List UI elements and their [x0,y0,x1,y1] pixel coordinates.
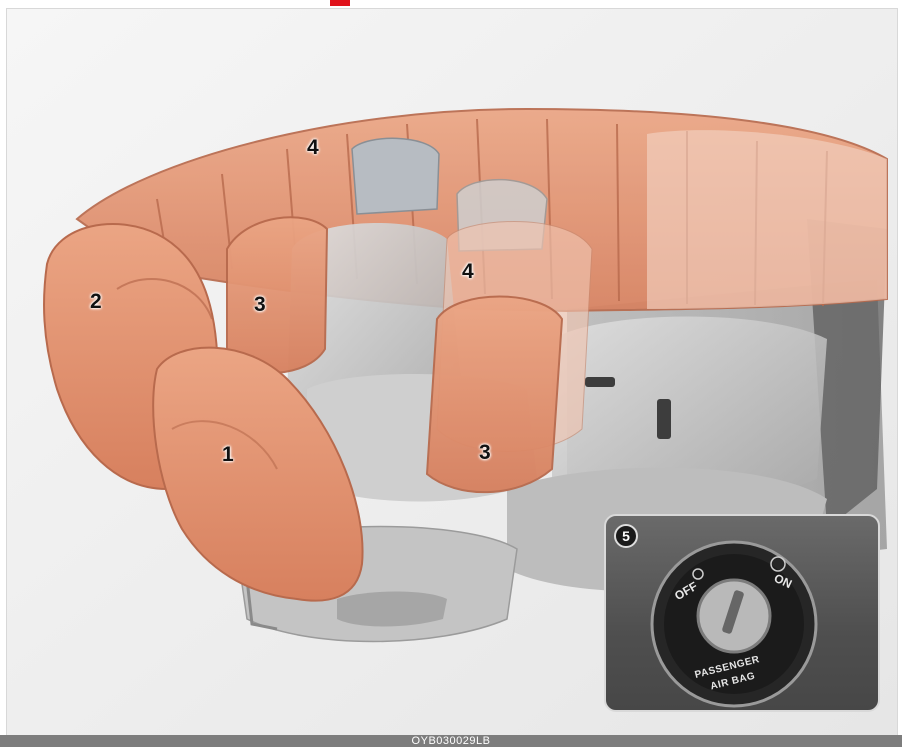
callout-4-upper: 4 [307,137,319,158]
seat-adjust-lever [337,592,447,627]
cutoff-switch-inset: 5 OFF ON PASSENGER AIR BAG [604,514,880,712]
callout-1: 1 [222,444,234,465]
rear-seatbelt-buckle [657,399,671,439]
figure-code-bar: OYB030029LB [0,735,902,747]
rear-seatbelt-latch [585,377,615,387]
header-accent-mark [330,0,350,6]
airbag-illustration: 1 2 3 3 4 4 5 OFF ON PASSENGER AIR BAG [6,8,898,736]
curtain-airbag-rear-fade [647,130,887,309]
callout-2: 2 [90,291,102,312]
callout-3-lower: 3 [479,442,491,463]
callout-4-lower: 4 [462,261,474,282]
side-airbag-passenger [427,297,562,493]
callout-3-upper: 3 [254,294,266,315]
figure-code: OYB030029LB [412,735,491,747]
driver-headrest [352,138,439,214]
side-airbag-driver [227,217,327,373]
